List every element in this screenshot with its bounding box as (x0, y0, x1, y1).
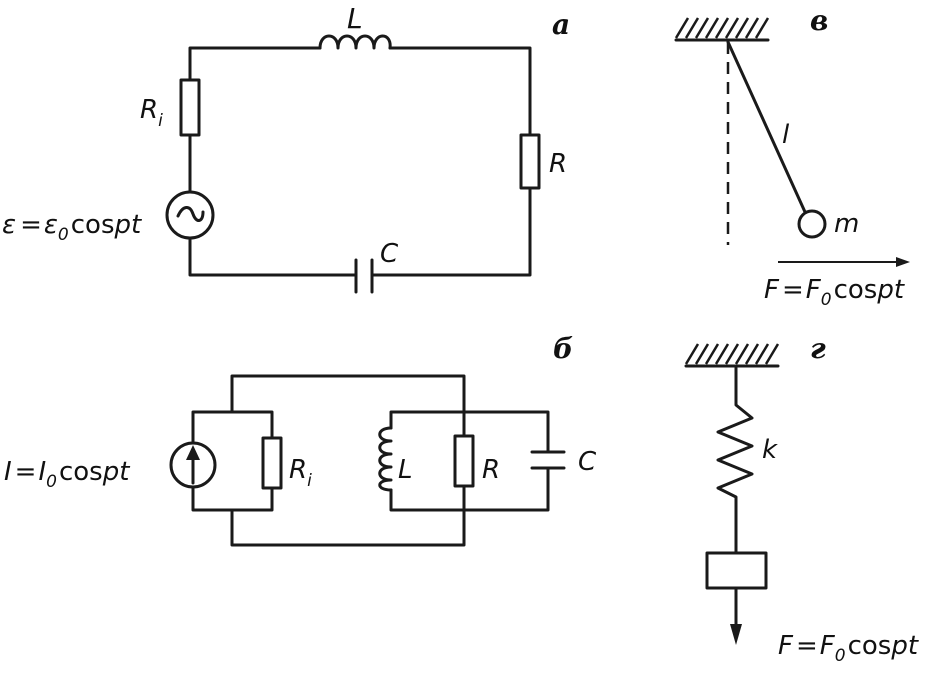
current-sub: 0 (46, 472, 57, 492)
label-c-a: C (380, 239, 399, 269)
rail-top-b (230, 374, 466, 414)
spring (716, 366, 754, 555)
wire-top-left (188, 46, 322, 82)
label-ri-b-main: R (289, 455, 307, 485)
current-arg: pt (102, 457, 131, 487)
label-mass: m (834, 209, 859, 239)
panel-b-parallel-circuit: I=I0cospt Ri L R C б (4, 332, 597, 547)
rail-bottom-b (230, 508, 466, 547)
force-v-arg: pt (876, 275, 905, 305)
pendulum-string (726, 40, 807, 214)
resistor-r-a (519, 133, 541, 190)
resistor-r-b (453, 434, 475, 488)
force-g-eq: = (796, 631, 818, 661)
resistor-ri-b (261, 436, 283, 490)
label-ri-b: Ri (289, 455, 312, 491)
force-arrowhead-v (896, 257, 910, 267)
panel-letter-a: а (552, 8, 570, 41)
panel-a-series-circuit: L Ri R C ε=ε0cospt а (2, 2, 570, 294)
current-eq: = (15, 457, 37, 487)
right-branch-bottom-b (389, 466, 550, 512)
left-branch-top-b (191, 410, 274, 445)
ac-source-tilde (176, 206, 205, 222)
inductor-coil-b (378, 426, 393, 492)
emf-arg: pt (114, 210, 143, 240)
label-r-b: R (482, 455, 500, 485)
emf-sub: 0 (58, 225, 69, 245)
wire-top-right (388, 46, 532, 137)
force-v-sub: 0 (821, 290, 832, 310)
force-v-cos: cos (834, 275, 878, 305)
spring-mass-block (705, 551, 768, 590)
wire-right-lower (370, 186, 532, 277)
panel-letter-b: б (553, 332, 573, 365)
force-arrowhead-g (730, 624, 742, 645)
force-g-arg: pt (890, 631, 919, 661)
emf-lhs: ε (2, 210, 16, 240)
force-g-cos: cos (848, 631, 892, 661)
force-g-sub: 0 (835, 646, 846, 666)
label-force-v: F=F0cospt (764, 275, 905, 310)
label-ri-b-sub: i (307, 471, 312, 491)
label-r-a: R (549, 149, 567, 179)
current-source-arrowhead (186, 445, 200, 460)
panel-letter-g: г (810, 332, 826, 365)
force-v-eq: = (782, 275, 804, 305)
emf-cos: cos (71, 210, 115, 240)
panel-letter-v: в (810, 4, 828, 37)
right-branch-top-b (389, 410, 550, 454)
label-force-g: F=F0cospt (778, 631, 919, 666)
label-emf: ε=ε0cospt (2, 210, 142, 245)
current-cos: cos (59, 457, 103, 487)
label-l-b: L (398, 455, 413, 485)
force-v-lhs: F (764, 275, 780, 305)
left-branch-bottom-b (191, 486, 274, 512)
force-g-lhs: F (778, 631, 794, 661)
force-g-f: F (820, 631, 836, 661)
force-v-f: F (806, 275, 822, 305)
inductor-coil-a (318, 34, 392, 50)
current-lhs: I (4, 457, 12, 487)
emf-main: ε (44, 210, 58, 240)
current-source-circle (169, 441, 217, 489)
resistor-ri-a (179, 78, 201, 137)
label-current: I=I0cospt (4, 457, 130, 492)
label-stiffness: k (762, 435, 778, 465)
emf-eq: = (20, 210, 42, 240)
panel-v-pendulum: l m F=F0cospt в (674, 4, 910, 310)
label-c-b: C (578, 447, 597, 477)
label-ri-a-main: R (140, 95, 158, 125)
current-i: I (38, 457, 46, 487)
ceiling-hatching-v (674, 17, 770, 39)
label-ri-a-sub: i (158, 111, 163, 131)
label-length: l (782, 120, 790, 150)
ac-source-circle (165, 190, 215, 240)
ceiling-hatching-g (684, 343, 780, 365)
pendulum-bob (797, 209, 827, 239)
label-ri-a: Ri (140, 95, 163, 131)
label-l-a: L (347, 2, 363, 35)
wire-bottom-left (188, 236, 358, 277)
panel-g-spring-mass: k F=F0cospt г (684, 332, 919, 666)
